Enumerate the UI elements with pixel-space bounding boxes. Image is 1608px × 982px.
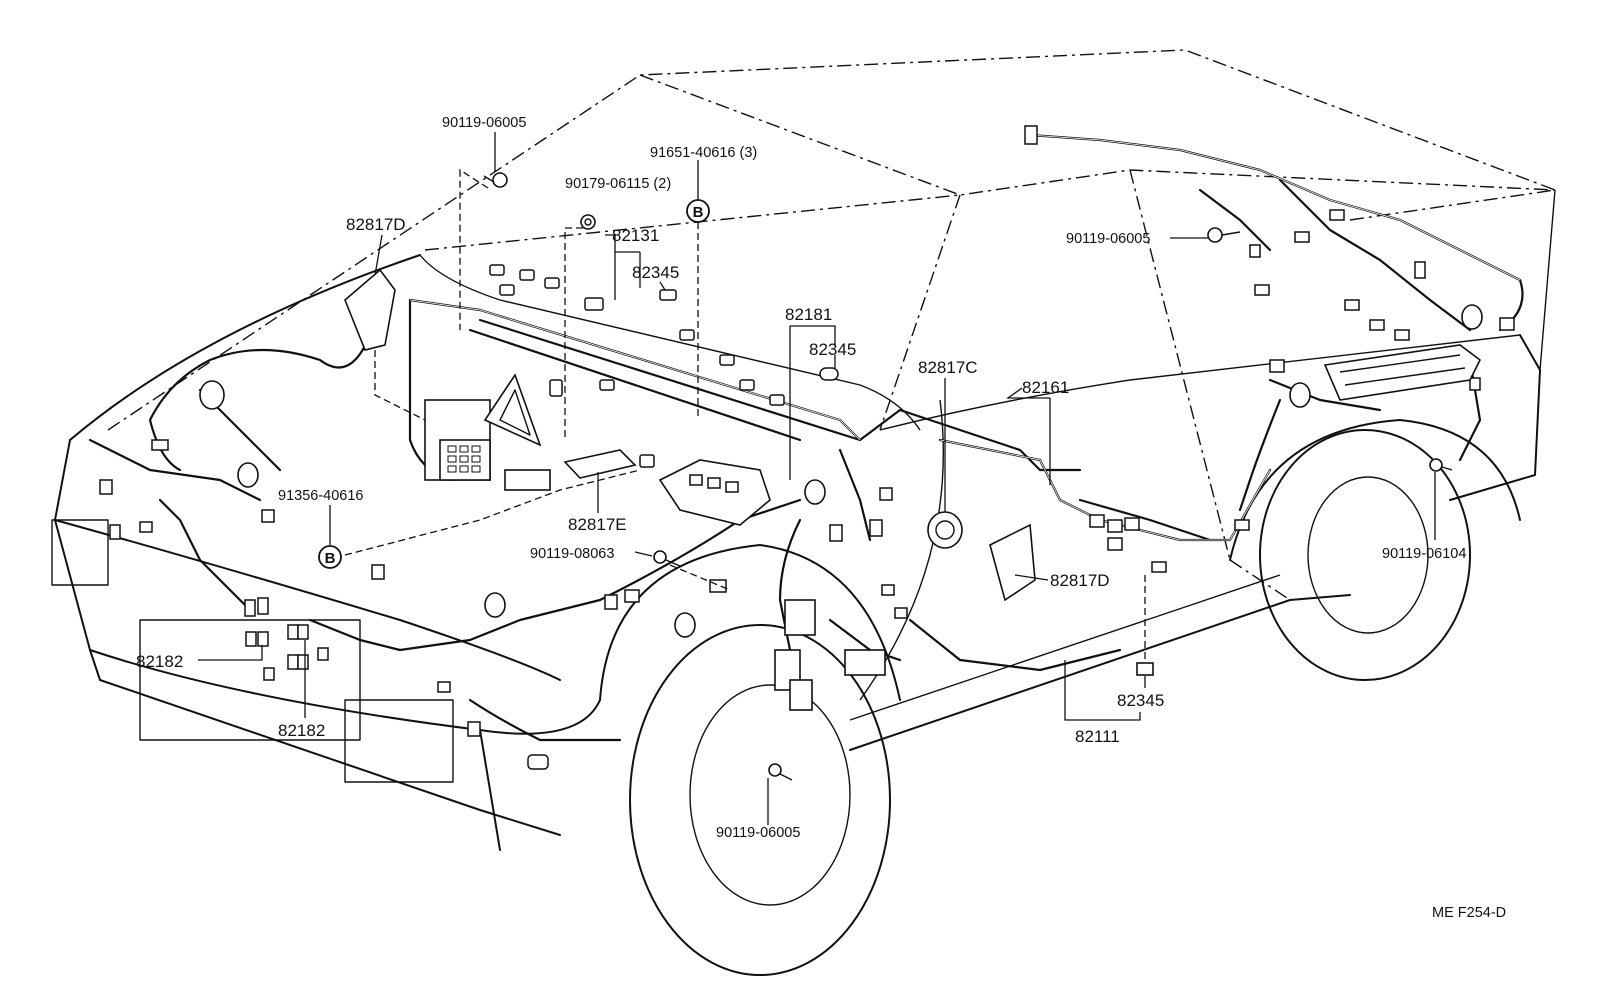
connectors [99,125,1515,781]
label-90119-06005-right: 90119-06005 [1066,231,1150,247]
label-90179-06115: 90179-06115 (2) [565,176,671,192]
label-90119-08063: 90119-08063 [530,546,614,562]
part-labels: 90119-06005 91651-40616 (3) 90179-06115 … [136,115,1506,921]
label-82817C: 82817C [918,358,978,377]
figure-code: ME F254-D [1432,905,1506,921]
label-91356-40616: 91356-40616 [278,488,363,504]
label-82345-mid: 82345 [809,340,856,359]
marker-b-top: B [686,199,710,223]
marker-b-left: B [318,545,342,569]
svg-text:B: B [693,204,704,221]
label-82817E: 82817E [568,515,627,534]
label-82161: 82161 [1022,378,1069,397]
label-82182-a: 82182 [136,652,183,671]
label-82817D-right: 82817D [1050,571,1110,590]
label-82345-top: 82345 [632,263,679,282]
label-82131: 82131 [612,226,659,245]
wiring-harness-main [88,133,1524,742]
car-body-outline [51,49,1556,976]
label-90119-06005-top: 90119-06005 [442,115,526,131]
label-90119-06005-bottom: 90119-06005 [716,825,800,841]
label-91651-40616: 91651-40616 (3) [650,145,757,161]
label-82181: 82181 [785,305,832,324]
label-82345-low: 82345 [1117,691,1164,710]
leader-lines [198,132,1436,825]
label-82111: 82111 [1075,727,1120,746]
bolt-icons [483,172,1453,781]
svg-text:B: B [325,550,336,567]
label-90119-06104: 90119-06104 [1382,546,1466,562]
label-82182-b: 82182 [278,721,325,740]
relay-box-grid [447,445,481,473]
label-82817D-left: 82817D [346,215,406,234]
